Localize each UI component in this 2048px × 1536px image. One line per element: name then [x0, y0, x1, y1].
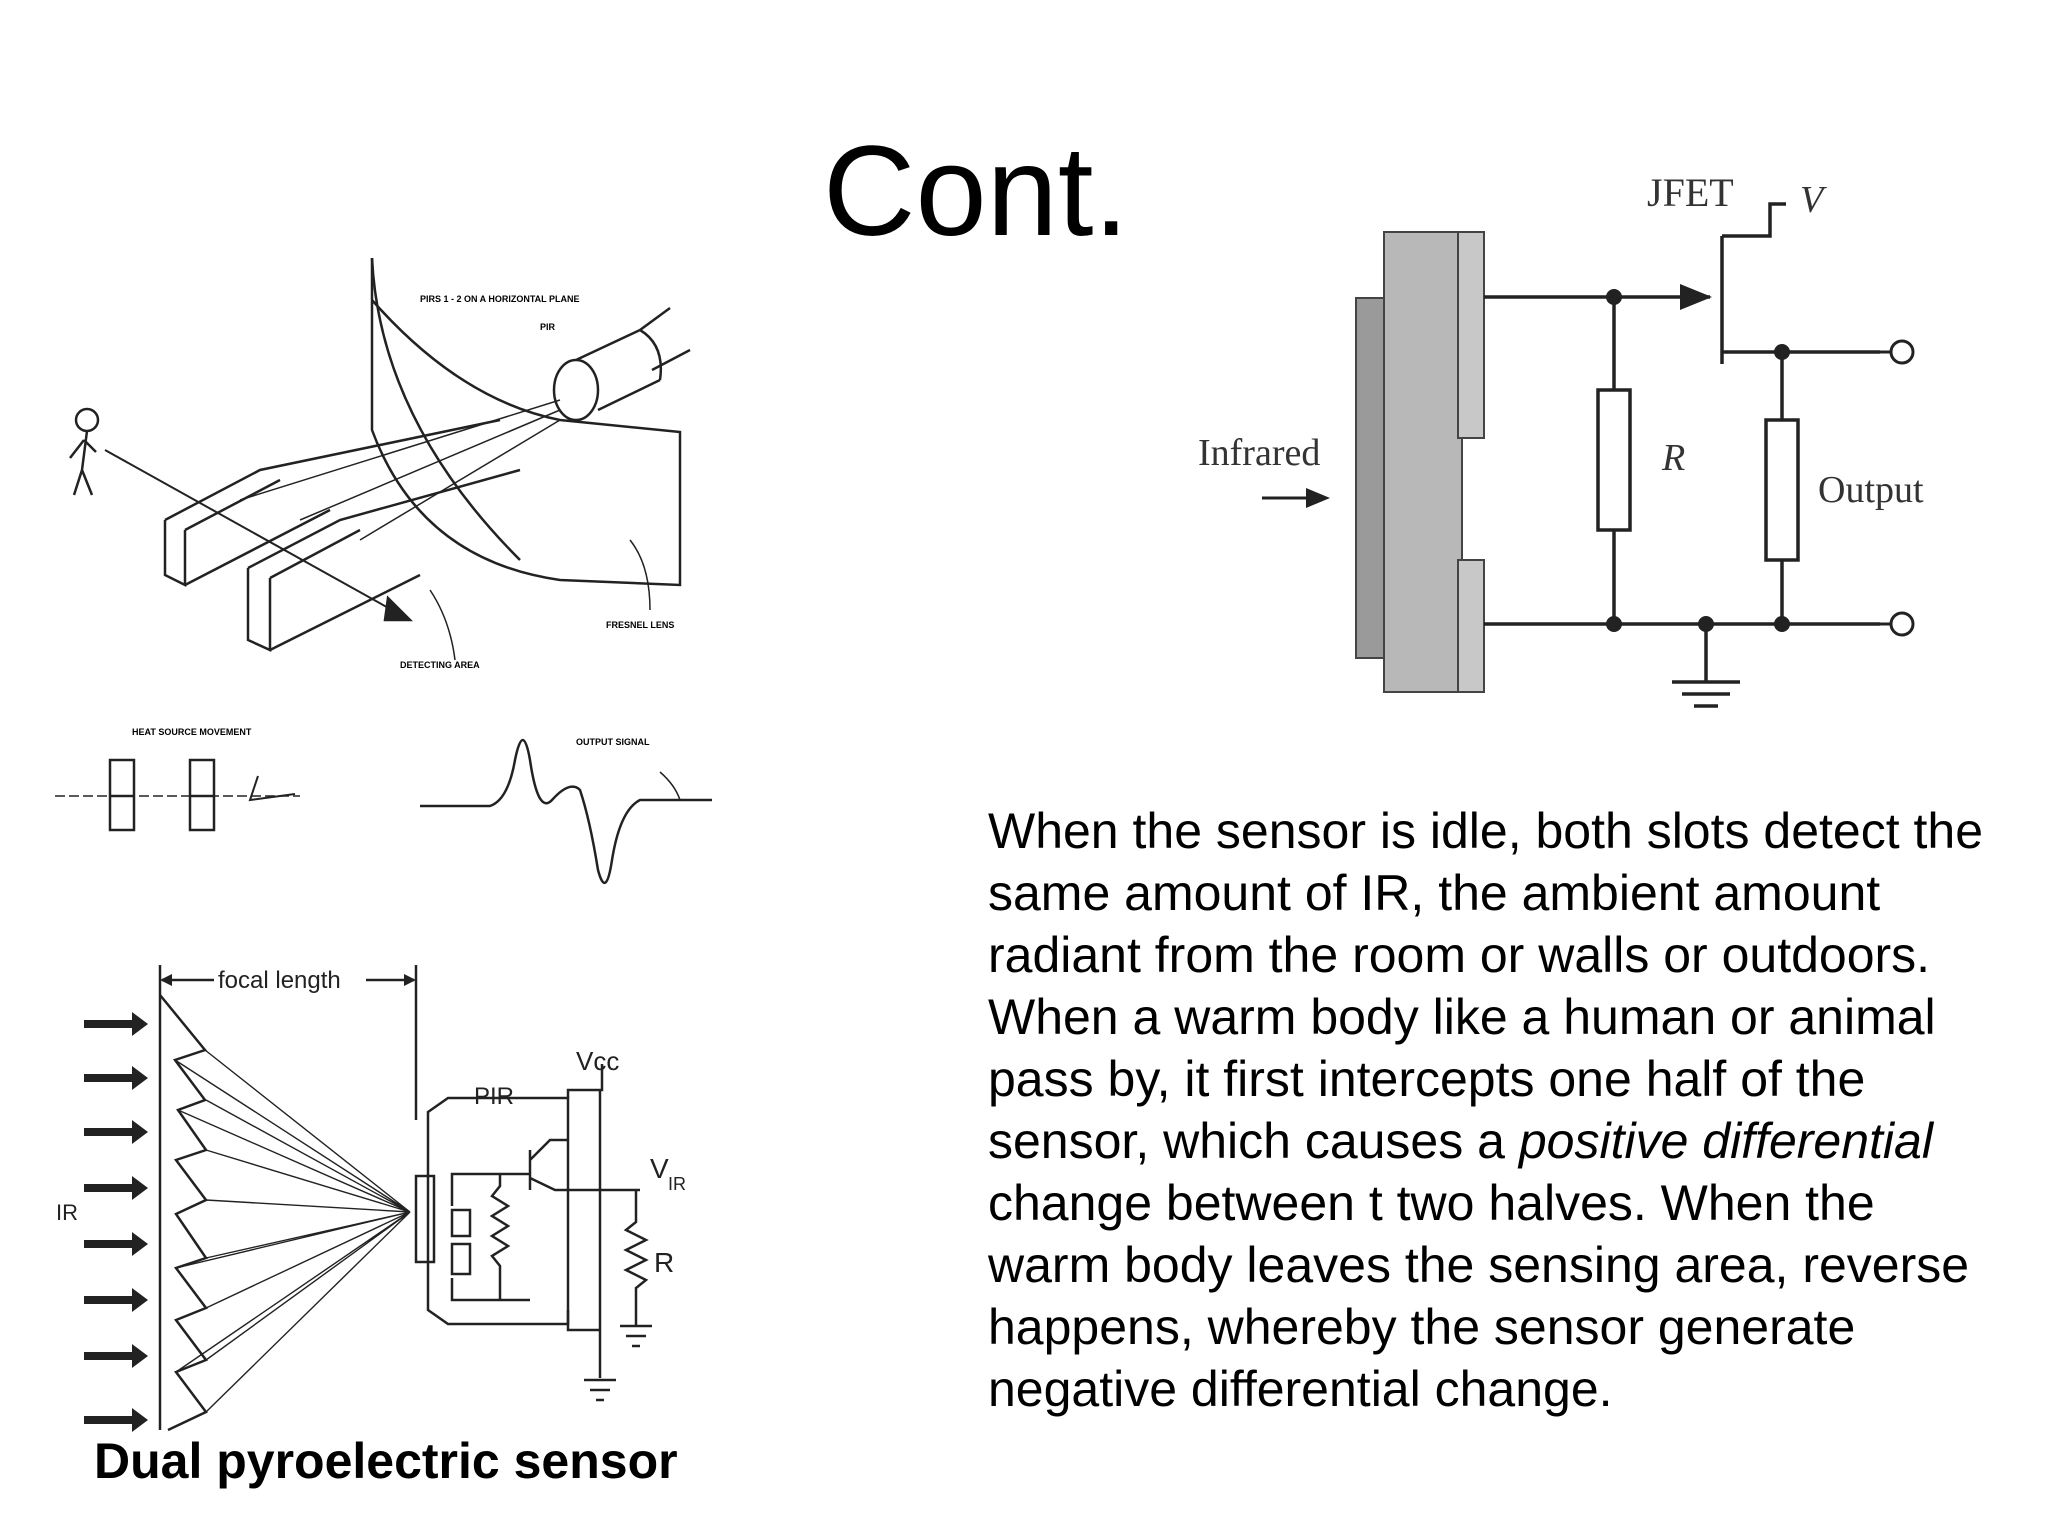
output-label: OUTPUT SIGNAL: [576, 737, 650, 747]
v-subscript-label: IR: [668, 1174, 686, 1194]
output-signal-wave: [420, 738, 712, 884]
figure-caption: Dual pyroelectric sensor: [94, 1433, 678, 1489]
pir-label: PIR: [474, 1083, 514, 1110]
lens-label: FRESNEL LENS: [606, 620, 674, 630]
plane-label: PIRS 1 - 2 ON A HORIZONTAL PLANE: [420, 294, 580, 304]
fresnel-lens-diagram: PIRS 1 - 2 ON A HORIZONTAL PLANE PIR FRE…: [55, 257, 712, 884]
jfet-circuit-diagram: JFET V Infrared R Output: [1198, 170, 1924, 708]
v-label: V: [650, 1153, 669, 1184]
vcc-label: Vcc: [576, 1046, 619, 1076]
slide-title: Cont.: [823, 120, 1129, 263]
infrared-label: Infrared: [1198, 432, 1320, 474]
pir-circuit-diagram: focal length Vcc PIR V IR IR R: [56, 965, 686, 1432]
jfet-label: JFET: [1647, 170, 1734, 215]
pir-label: PIR: [540, 322, 556, 332]
v-label: V: [1800, 179, 1827, 221]
focal-length-label: focal length: [218, 967, 341, 994]
r-label: R: [1661, 437, 1685, 479]
body-paragraph: When the sensor is idle, both slots dete…: [988, 800, 2008, 1420]
output-label: Output: [1818, 469, 1924, 511]
paragraph-part-2: change between t two halves. When the wa…: [988, 1175, 1970, 1417]
ir-label: IR: [56, 1200, 78, 1225]
paragraph-part-1: When the sensor is idle, both slots dete…: [988, 803, 1983, 1169]
paragraph-italic: positive differential: [1518, 1113, 1933, 1169]
area-label: DETECTING AREA: [400, 660, 480, 670]
movement-label: HEAT SOURCE MOVEMENT: [132, 727, 252, 737]
r-label: R: [654, 1247, 674, 1278]
